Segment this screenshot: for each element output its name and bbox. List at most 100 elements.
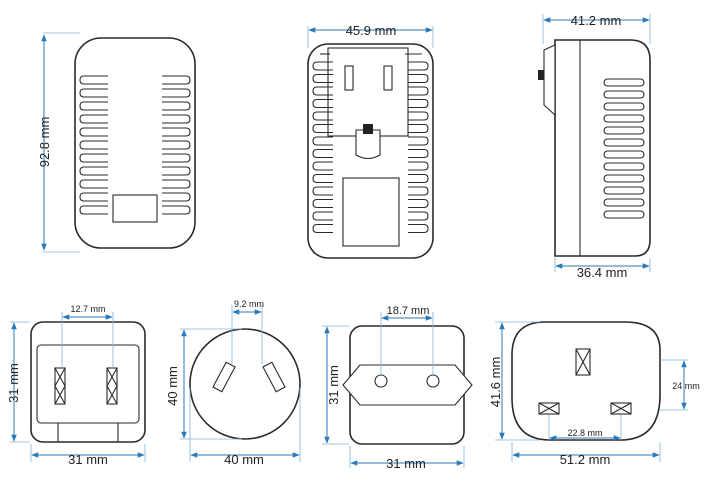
vent-fin (312, 73, 333, 84)
vent-fin (312, 186, 333, 196)
uk-plug-body (511, 321, 661, 441)
vent-fin (162, 101, 191, 111)
vent-fin (408, 123, 429, 134)
vent-fin (603, 78, 645, 87)
au-height-label: 40 mm (165, 366, 180, 406)
vent-fin (79, 75, 108, 85)
vent-fin (408, 136, 429, 146)
vent-fin (603, 174, 645, 183)
vent-fin (408, 173, 429, 184)
vent-fin (603, 150, 645, 159)
front-vent-fins (79, 75, 191, 215)
au-prong-right (262, 361, 286, 393)
back-prong-left (344, 65, 354, 91)
vent-fin (312, 86, 333, 96)
us-plug-face (36, 344, 140, 424)
front-label-window (112, 194, 158, 223)
vent-fin (408, 223, 429, 234)
au-prong-left (212, 361, 236, 393)
vent-fin (312, 111, 333, 121)
us-prong-left (54, 367, 66, 405)
vent-fin (408, 98, 429, 109)
vent-fin (162, 140, 191, 150)
vent-fin (162, 88, 191, 98)
side-top-width-label: 41.2 mm (571, 13, 622, 28)
vent-fin (79, 101, 108, 111)
back-prong-right (383, 65, 393, 91)
front-view: 92.8 mm (37, 32, 196, 253)
vent-fin (79, 127, 108, 137)
adapter-side-body (554, 39, 651, 257)
au-plug-body (189, 328, 301, 440)
release-latch (355, 129, 381, 160)
vent-fin (408, 186, 429, 196)
eu-pin-spacing-label: 18.7 mm (387, 305, 430, 317)
vent-fin (79, 205, 108, 215)
vent-fin (162, 127, 191, 137)
vent-fin (603, 126, 645, 135)
back-vent-fins (312, 61, 429, 234)
vent-fin (408, 211, 429, 221)
side-plug-profile (543, 44, 556, 117)
vent-fin (312, 136, 333, 146)
vent-fin (162, 153, 191, 163)
au-width-label: 40 mm (224, 452, 264, 467)
au-pin-spacing-label: 9.2 mm (234, 299, 264, 309)
uk-pin-spacing-label: 22.8 mm (567, 428, 602, 438)
vent-fin (408, 73, 429, 84)
us-plug-view: 12.7 mm 31 mm 31 mm (6, 304, 146, 467)
us-prong-right (106, 367, 118, 405)
eu-height-label: 31 mm (326, 365, 341, 405)
vent-fin (79, 153, 108, 163)
vent-fin (79, 179, 108, 189)
us-width-label: 31 mm (68, 452, 108, 467)
vent-fin (79, 166, 108, 176)
vent-fin (312, 123, 333, 134)
eu-plug-insert (342, 364, 473, 406)
release-latch-button (363, 124, 373, 134)
vent-fin (603, 186, 645, 195)
eu-width-label: 31 mm (386, 456, 426, 471)
eu-pin-right (426, 374, 440, 388)
vent-fin (408, 111, 429, 121)
side-vent-fins (603, 78, 645, 219)
adapter-front-body (74, 37, 196, 249)
vent-fin (79, 114, 108, 124)
vent-fin (408, 61, 429, 71)
vent-fin (162, 114, 191, 124)
vent-fin (312, 173, 333, 184)
back-width-label: 45.9 mm (346, 23, 397, 38)
vent-fin (162, 75, 191, 85)
side-latch (538, 70, 544, 80)
vent-fin (312, 211, 333, 221)
vent-fin (79, 88, 108, 98)
plug-slot-frame (327, 47, 409, 137)
back-view: 45.9 mm (307, 23, 434, 259)
vent-fin (603, 90, 645, 99)
vent-fin (603, 198, 645, 207)
side-bottom-width-label: 36.4 mm (577, 265, 628, 280)
vent-fin (408, 148, 429, 159)
vent-fin (312, 161, 333, 171)
side-view: 41.2 mm 36.4 mm (538, 13, 651, 280)
back-label-panel (342, 177, 400, 247)
uk-height-label: 41.6 mm (488, 357, 503, 408)
vent-fin (312, 223, 333, 234)
front-height-label: 92.8 mm (37, 117, 52, 168)
vent-fin (603, 162, 645, 171)
vent-fin (162, 192, 191, 202)
us-height-label: 31 mm (6, 363, 21, 403)
vent-fin (408, 198, 429, 209)
vent-fin (408, 86, 429, 96)
vent-fin (408, 161, 429, 171)
vent-fin (312, 61, 333, 71)
vent-fin (312, 198, 333, 209)
uk-width-label: 51.2 mm (560, 452, 611, 467)
vent-fin (603, 210, 645, 219)
vent-fin (79, 140, 108, 150)
uk-side-label: 24 mm (672, 381, 700, 391)
vent-fin (162, 179, 191, 189)
vent-fin (162, 205, 191, 215)
